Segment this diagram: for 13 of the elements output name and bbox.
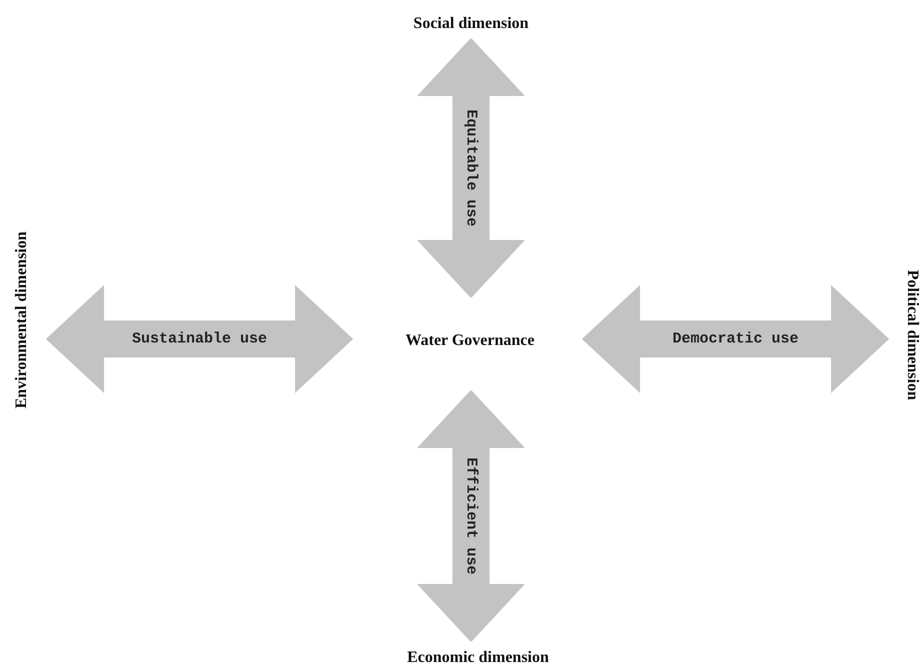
dimension-label: Social dimension (413, 15, 529, 33)
dimension-label: Economic dimension (407, 649, 549, 666)
double-arrow (582, 285, 890, 393)
dimension-label: Political dimension (903, 270, 921, 400)
double-arrow (417, 390, 525, 642)
dimension-label: Water Governance (406, 332, 534, 350)
edge-label: Efficient use (462, 457, 480, 575)
edge-label: Democratic use (672, 330, 799, 348)
dimension-label: Environmental dimension (13, 231, 31, 409)
edge-label: Equitable use (462, 109, 480, 227)
edge-label: Sustainable use (132, 330, 268, 348)
double-arrow (46, 285, 354, 393)
double-arrow (417, 38, 525, 298)
